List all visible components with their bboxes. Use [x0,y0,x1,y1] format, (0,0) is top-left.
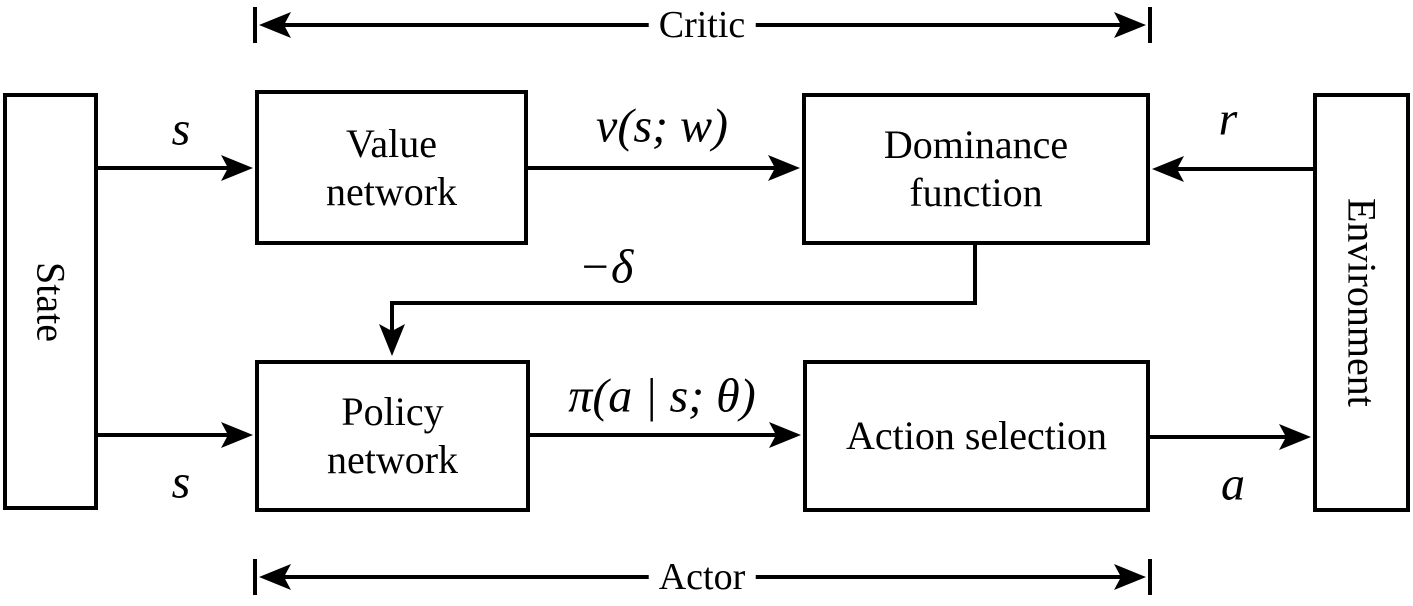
dominance-function-box: Dominance function [802,93,1150,245]
arrow-value-to-dominance [528,155,800,181]
arrow-state-to-value [98,155,253,181]
action-selection-box: Action selection [803,360,1150,512]
signal-s-bottom: s [171,455,191,509]
value-network-box: Value network [255,90,528,245]
policy-network-line2: network [326,437,459,482]
policy-network-label: Policy network [327,388,458,484]
arrow-state-to-policy [98,422,253,448]
dominance-function-label: Dominance function [884,121,1068,217]
signal-reward: r [1218,92,1238,146]
state-box: State [3,93,98,510]
value-network-label: Value network [326,120,457,216]
policy-network-line1: Policy [341,389,444,434]
arrow-action-to-environment [1150,424,1311,450]
arrow-policy-to-action [530,422,801,448]
signal-td-error: −δ [578,240,634,294]
policy-network-box: Policy network [255,360,530,512]
environment-label: Environment [1339,198,1385,407]
action-selection-label: Action selection [845,413,1108,458]
arrow-environment-to-dominance [1152,156,1313,182]
signal-s-top: s [171,102,191,156]
critic-label: Critic [648,3,756,47]
state-label: State [28,261,74,342]
dominance-function-line1: Dominance [883,122,1069,167]
environment-box: Environment [1313,93,1410,512]
signal-policy-output: π(a | s; θ) [568,369,756,423]
value-network-line1: Value [345,120,438,166]
dominance-function-line2: function [909,170,1043,215]
value-network-line2: network [325,168,458,214]
signal-value-output: v(s; w) [596,99,728,153]
actor-label: Actor [648,555,756,599]
signal-action: a [1221,457,1245,511]
arrow-dominance-to-policy [379,245,977,356]
